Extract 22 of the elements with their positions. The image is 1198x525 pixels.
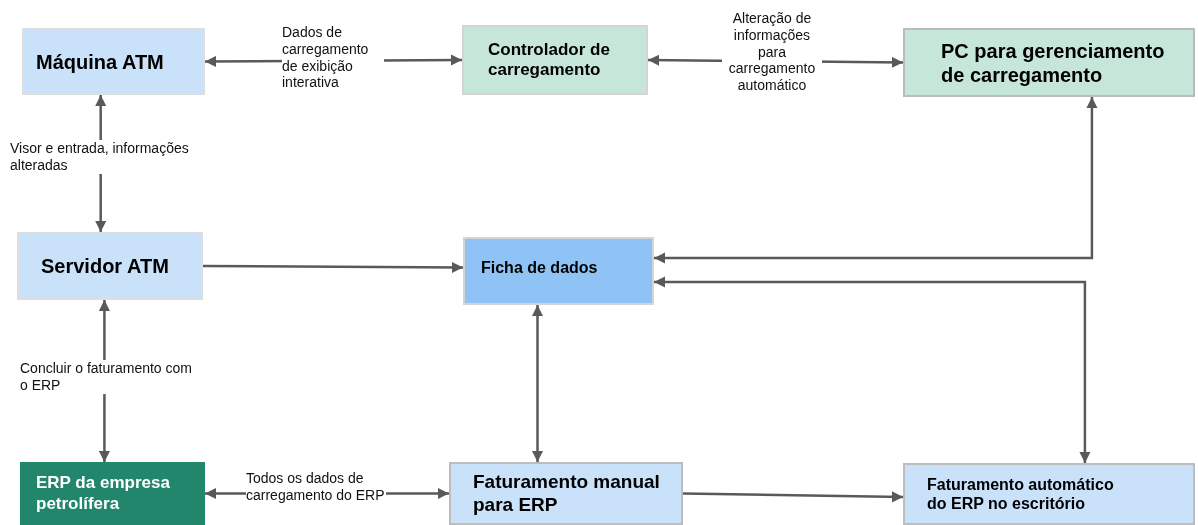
edge-label: Todos os dados de carregamento do ERP — [246, 470, 386, 504]
process-box — [462, 25, 648, 95]
process-box — [17, 232, 203, 300]
process-box — [903, 463, 1195, 525]
box-label: ERP da empresa petrolífera — [36, 473, 171, 514]
process-box — [463, 237, 654, 305]
box-label: Faturamento manual para ERP — [473, 470, 661, 517]
process-box — [903, 28, 1195, 97]
box-label: Controlador de carregamento — [488, 39, 611, 81]
arrow — [531, 305, 544, 462]
box-label: Máquina ATM — [36, 49, 164, 74]
process-box — [20, 462, 205, 525]
arrow — [654, 97, 1098, 264]
arrow — [654, 276, 1091, 463]
box-label: Faturamento automático do ERP no escritório — [927, 474, 1115, 514]
box-label: PC para gerenciamento de carregamento — [941, 38, 1166, 87]
box-label: Ficha de dados — [481, 258, 598, 278]
arrow — [682, 491, 904, 503]
box-label: Servidor ATM — [41, 254, 169, 278]
process-box — [449, 462, 683, 525]
arrow — [203, 261, 463, 274]
process-box — [22, 28, 205, 95]
